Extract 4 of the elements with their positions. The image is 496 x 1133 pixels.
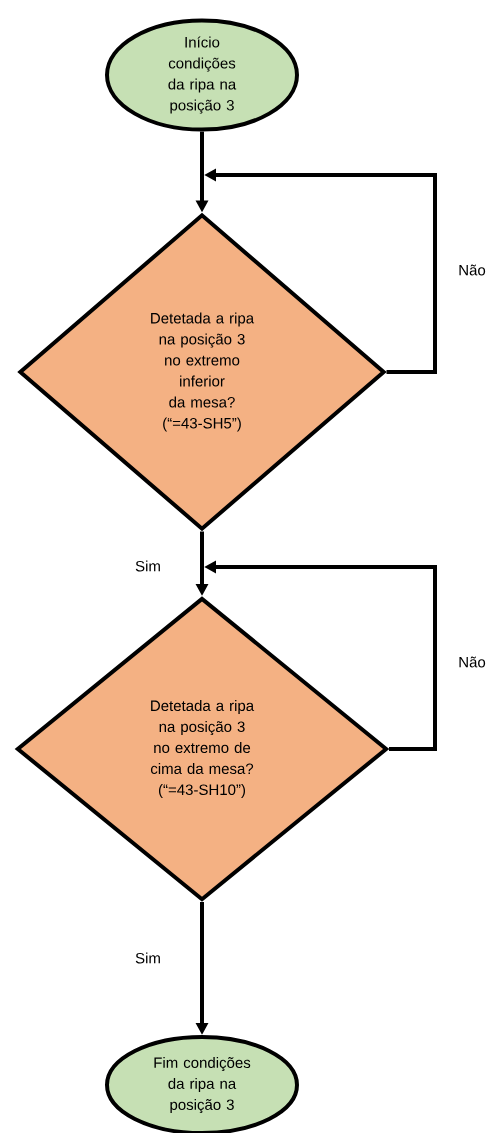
edge-label: Sim: [134, 559, 162, 573]
edge-label: Não: [457, 263, 487, 277]
edge-label: Não: [457, 655, 487, 669]
edge-label: Sim: [134, 951, 162, 965]
